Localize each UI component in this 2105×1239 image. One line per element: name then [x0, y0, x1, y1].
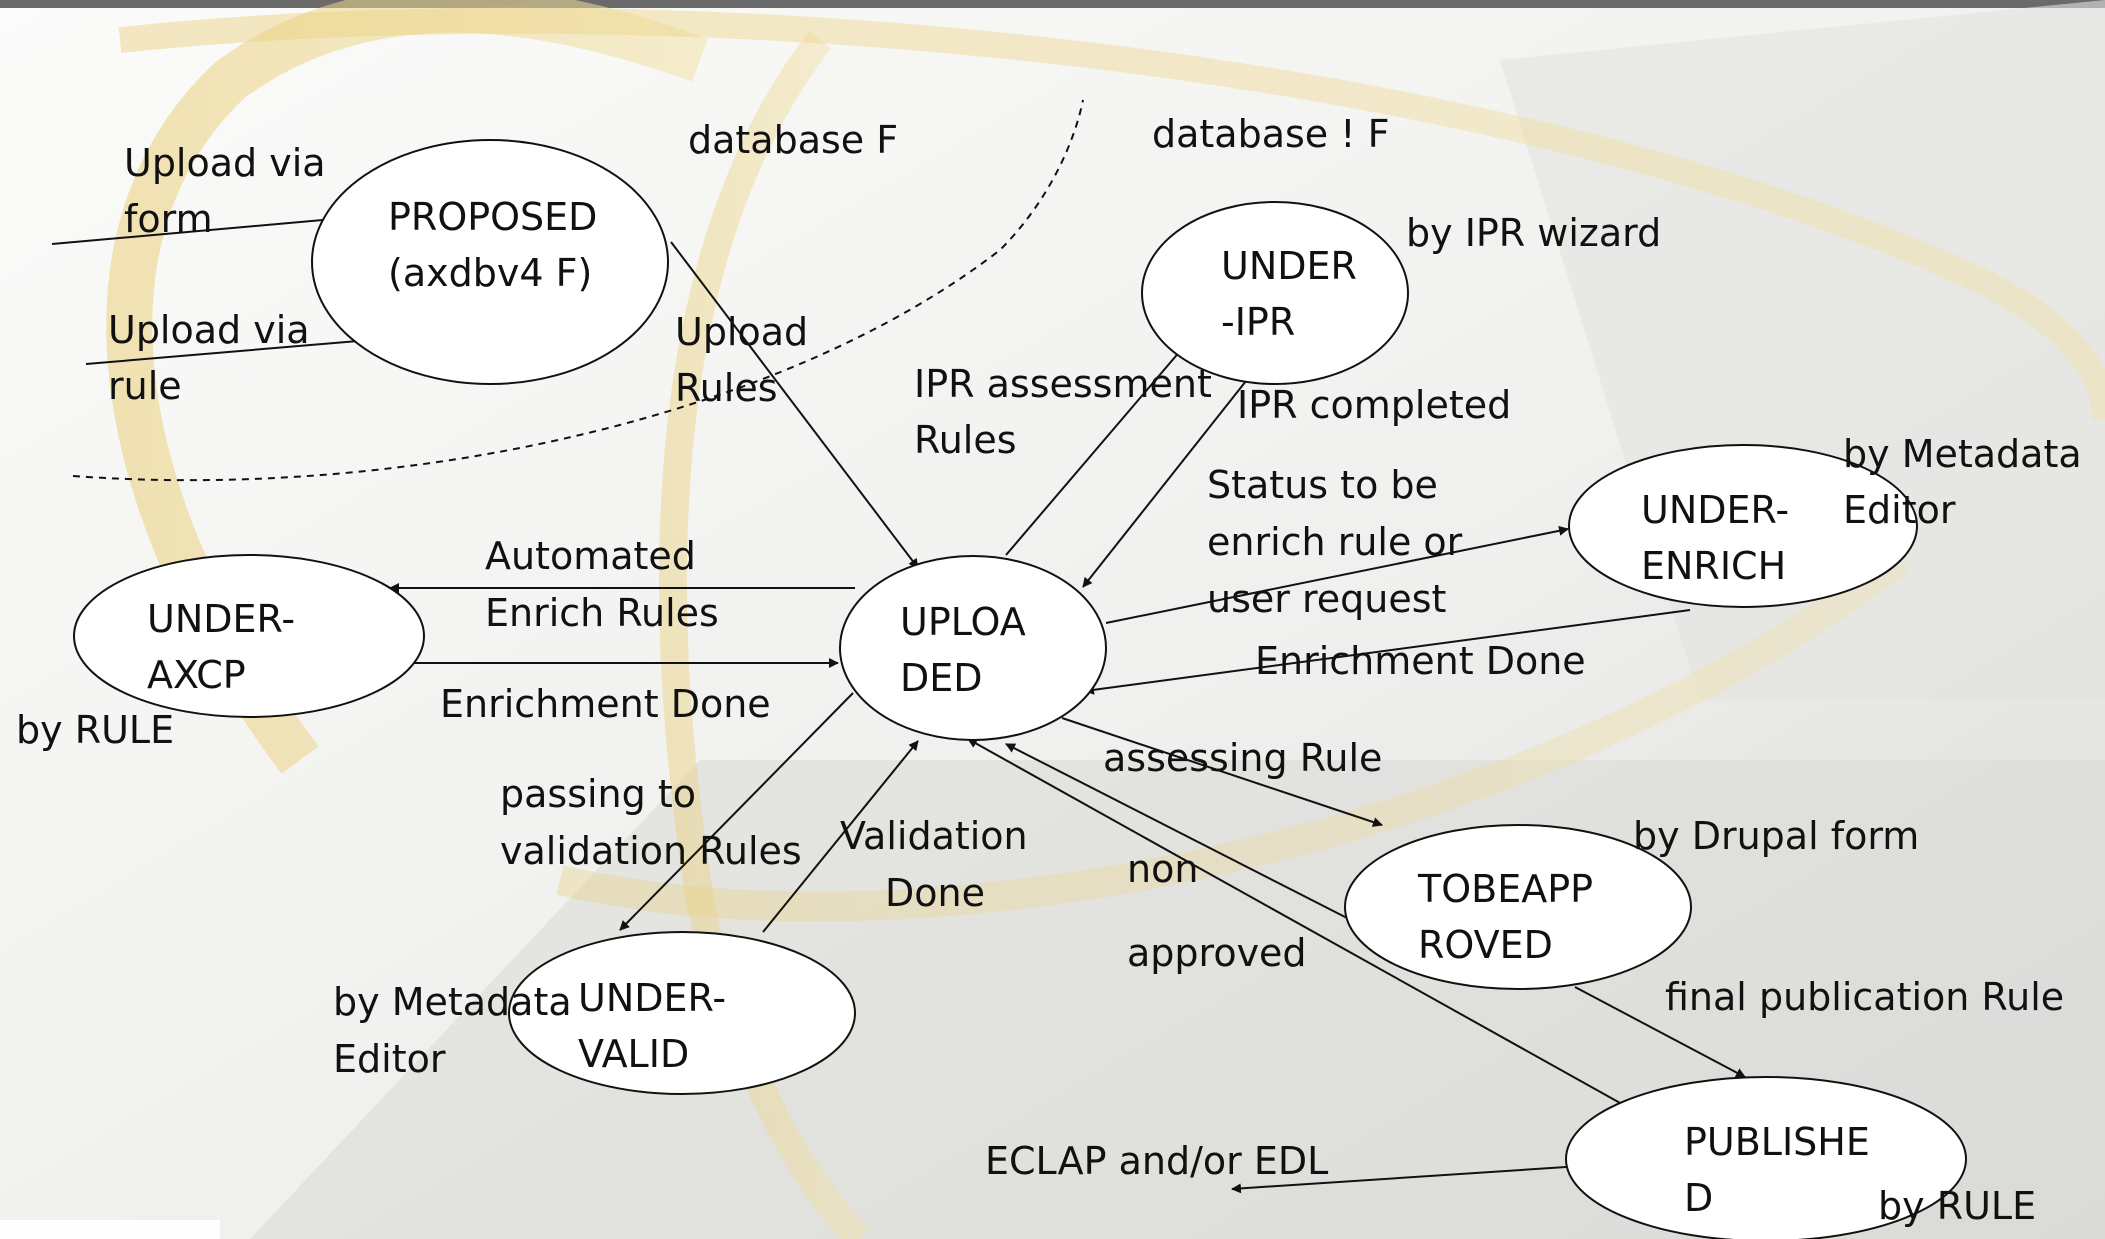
edge-tobeapproved-published — [1574, 986, 1746, 1078]
edge-tobeapproved-uploaded — [1005, 743, 1348, 919]
edge-uploaded-enrich — [1105, 525, 1569, 624]
label-enrichment-done-left: Enrichment Done — [440, 682, 771, 726]
node-under-axcp: UNDER-AXCP — [73, 554, 425, 718]
node-label: UNDER-ENRICH — [1641, 488, 1789, 588]
label-by-ipr-wizard: by IPR wizard — [1406, 211, 1661, 255]
edge-uploaded-valid — [619, 692, 854, 931]
node-proposed: PROPOSED(axdbv4 F) — [311, 139, 669, 385]
node-under-valid: UNDER-VALID — [508, 931, 856, 1095]
edge-published-uploaded — [967, 738, 1639, 1114]
node-label: UNDER-IPR — [1221, 244, 1357, 344]
edge-valid-uploaded — [762, 740, 919, 933]
label-final-publication-rule: final publication Rule — [1665, 975, 2064, 1019]
node-under-enrich: UNDER-ENRICH — [1568, 444, 1918, 608]
label-ipr-completed: IPR completed — [1237, 383, 1511, 427]
node-label: PROPOSED(axdbv4 F) — [388, 195, 597, 295]
label-assessing-rule: assessing Rule — [1103, 736, 1382, 780]
edges — [51, 214, 1746, 1194]
label-database-not-f: database ! F — [1152, 112, 1389, 156]
edge-enrich-uploaded — [1084, 609, 1691, 695]
label-enrichment-done-right: Enrichment Done — [1255, 639, 1586, 683]
label-eclap-and-or-edl: ECLAP and/or EDL — [985, 1139, 1328, 1183]
edge-proposed-uploaded — [670, 241, 919, 569]
node-label: UNDER-AXCP — [147, 597, 295, 697]
node-label: UNDER-VALID — [578, 976, 726, 1076]
database-boundary — [72, 99, 1084, 482]
edge-upload-form — [51, 214, 335, 245]
edge-uploaded-tobeapproved — [1061, 717, 1383, 827]
label-database-f: database F — [688, 118, 898, 162]
node-under-ipr: UNDER-IPR — [1141, 201, 1409, 385]
label-by-drupal-form: by Drupal form — [1633, 814, 1919, 858]
label-by-rule-axcp: by RULE — [16, 708, 174, 752]
edge-published-eclap — [1231, 1163, 1613, 1194]
edge-ipr-uploaded — [1082, 380, 1247, 588]
edge-upload-rule — [85, 335, 371, 365]
label-by-rule-published: by RULE — [1878, 1184, 2036, 1228]
edge-uploaded-ipr — [1005, 342, 1188, 556]
